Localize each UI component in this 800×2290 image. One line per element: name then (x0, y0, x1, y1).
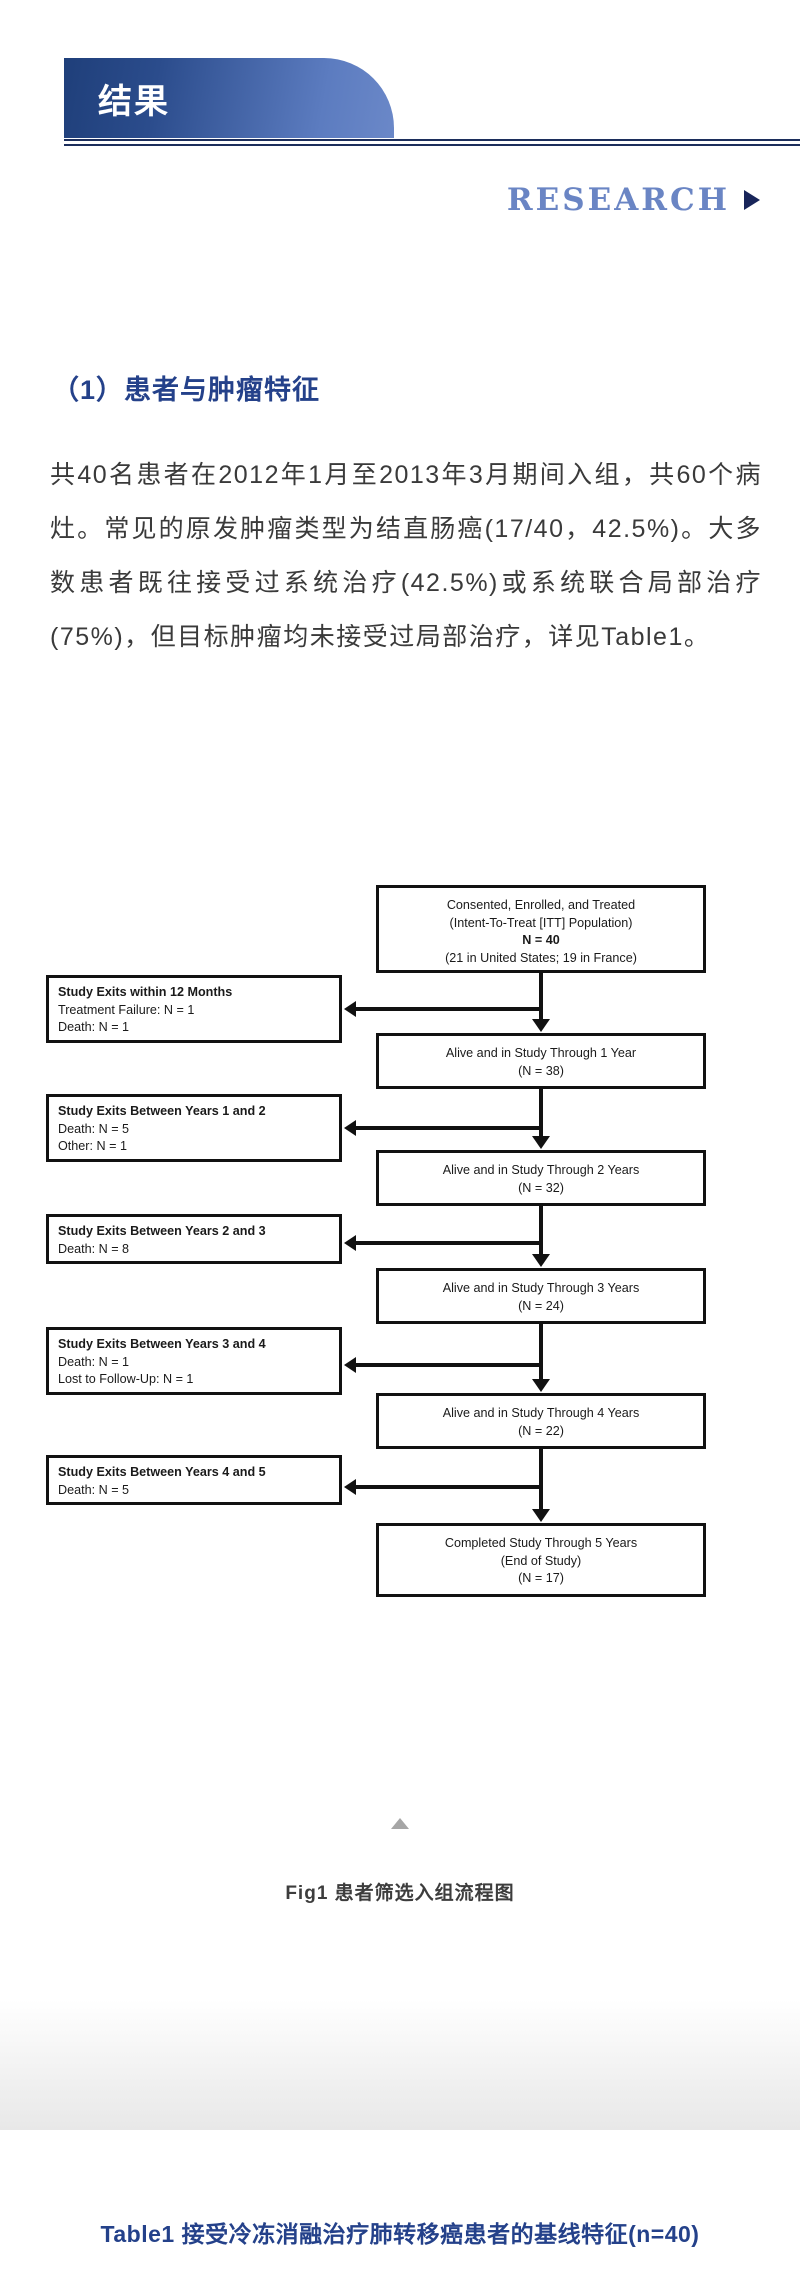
flow-line: Alive and in Study Through 2 Years (442, 1163, 640, 1177)
banner-shape: 结果 (64, 58, 394, 138)
flow-exit-item: Death: N = 1 (58, 1020, 130, 1034)
flow-exit-title: Study Exits Between Years 4 and 5 (58, 1465, 266, 1479)
flow-box-year4: Alive and in Study Through 4 Years (N = … (376, 1393, 706, 1449)
flow-line: (N = 38) (518, 1063, 564, 1078)
research-label: RESEARCH (506, 182, 730, 218)
flow-box-exit-years-4-5: Study Exits Between Years 4 and 5 Death:… (46, 1455, 342, 1505)
flow-connector-v1 (539, 973, 543, 1020)
banner-divider-bottom (64, 144, 800, 146)
flow-line: Alive and in Study Through 4 Years (442, 1406, 640, 1420)
flow-connector-v5 (539, 1449, 543, 1509)
flow-arrow-left-2 (344, 1120, 356, 1136)
flow-arrow-left-5 (344, 1479, 356, 1495)
figure-caption: Fig1 患者筛选入组流程图 (285, 1883, 515, 1904)
flow-line: (N = 24) (518, 1298, 564, 1313)
banner-divider-top (64, 139, 800, 141)
flow-branch-h3 (356, 1241, 541, 1245)
flow-exit-title: Study Exits within 12 Months (58, 985, 233, 999)
flow-arrow-left-3 (344, 1235, 356, 1251)
body-paragraph: 共40名患者在2012年1月至2013年3月期间入组，共60个病灶。常见的原发肿… (50, 461, 762, 651)
flow-arrow-down-4 (532, 1379, 550, 1392)
flow-exit-item: Death: N = 1 (58, 1354, 130, 1369)
flow-branch-h1 (356, 1007, 541, 1011)
flow-line: (N = 17) (518, 1571, 564, 1585)
flow-exit-item: Death: N = 5 (58, 1482, 130, 1497)
page-title: （1）患者与肿瘤特征 (52, 375, 321, 405)
flow-exit-title: Study Exits Between Years 3 and 4 (58, 1337, 266, 1351)
flow-line: Alive and in Study Through 1 Year (445, 1046, 637, 1060)
flow-box-exit-years-3-4: Study Exits Between Years 3 and 4 Death:… (46, 1327, 342, 1395)
flow-line: Alive and in Study Through 3 Years (442, 1281, 640, 1295)
flow-line: (N = 22) (518, 1423, 564, 1438)
flow-exit-title: Study Exits Between Years 1 and 2 (58, 1104, 266, 1118)
flow-box-exit-years-2-3: Study Exits Between Years 2 and 3 Death:… (46, 1214, 342, 1264)
flow-exit-title: Study Exits Between Years 2 and 3 (58, 1224, 266, 1238)
flow-line: Completed Study Through 5 Years (444, 1536, 638, 1550)
flow-connector-v4 (539, 1324, 543, 1379)
flow-branch-h5 (356, 1485, 541, 1489)
flow-box-year2: Alive and in Study Through 2 Years (N = … (376, 1150, 706, 1206)
banner-title: 结果 (98, 81, 170, 122)
flow-line: N = 40 (522, 933, 560, 947)
flow-exit-item: Death: N = 5 (58, 1121, 130, 1136)
flow-arrow-down-3 (532, 1254, 550, 1267)
patient-flow-diagram: Consented, Enrolled, and Treated (Intent… (36, 885, 766, 1700)
flow-branch-h2 (356, 1126, 541, 1130)
flow-arrow-down-2 (532, 1136, 550, 1149)
flow-box-year1: Alive and in Study Through 1 Year (N = 3… (376, 1033, 706, 1089)
content-placeholder-band (0, 2000, 800, 2130)
flow-exit-item: Treatment Failure: N = 1 (58, 1002, 195, 1017)
flow-line: (21 in United States; 19 in France) (445, 950, 637, 965)
flow-connector-v2 (539, 1089, 543, 1137)
flow-exit-item: Lost to Follow-Up: N = 1 (58, 1372, 194, 1386)
flow-box-exit-12-months: Study Exits within 12 Months Treatment F… (46, 975, 342, 1043)
section-banner: 结果 (0, 58, 800, 146)
table-caption: Table1 接受冷冻消融治疗肺转移癌患者的基线特征(n=40) (100, 2221, 700, 2247)
flow-line: Consented, Enrolled, and Treated (446, 898, 636, 912)
flow-box-year3: Alive and in Study Through 3 Years (N = … (376, 1268, 706, 1324)
flow-arrow-down-1 (532, 1019, 550, 1032)
triangle-up-icon[interactable] (391, 1818, 409, 1829)
flow-arrow-left-4 (344, 1357, 356, 1373)
flow-line: (N = 32) (518, 1180, 564, 1195)
flow-box-consented: Consented, Enrolled, and Treated (Intent… (376, 885, 706, 973)
flow-branch-h4 (356, 1363, 541, 1367)
flow-arrow-left-1 (344, 1001, 356, 1017)
flow-box-year5: Completed Study Through 5 Years (End of … (376, 1523, 706, 1597)
flow-arrow-down-5 (532, 1509, 550, 1522)
flow-exit-item: Death: N = 8 (58, 1241, 130, 1256)
flow-exit-item: Other: N = 1 (58, 1139, 127, 1153)
flow-line: (End of Study) (500, 1553, 582, 1568)
research-label-row: RESEARCH (0, 182, 760, 218)
triangle-right-icon (744, 189, 760, 210)
flow-line: (Intent-To-Treat [ITT] Population) (449, 915, 633, 930)
flow-connector-v3 (539, 1206, 543, 1254)
flow-box-exit-years-1-2: Study Exits Between Years 1 and 2 Death:… (46, 1094, 342, 1162)
